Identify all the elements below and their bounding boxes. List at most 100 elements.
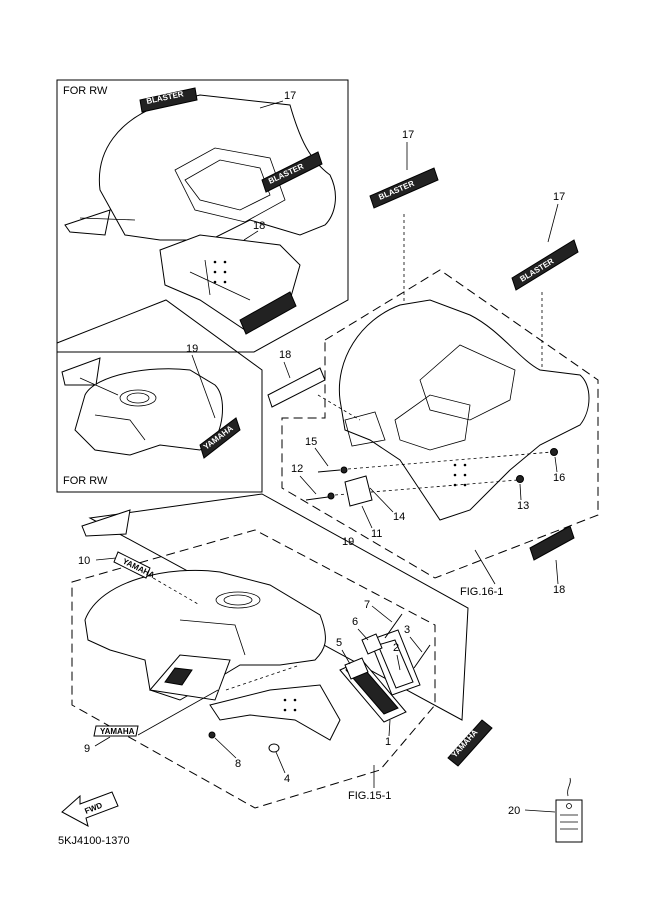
main-front-fender-group: YAMAHA 10 YAMAHA 9 8 4 1 2 3 — [71, 493, 493, 809]
leader-line — [361, 505, 373, 529]
decal-19-yamaha-right: YAMAHA — [447, 719, 493, 767]
leader-line — [275, 751, 286, 774]
panel-label-for-rw: FOR RW — [63, 85, 108, 97]
callout-13: 13 — [517, 500, 529, 512]
front-assembly-boundary — [71, 529, 436, 809]
leader-line — [259, 100, 284, 109]
leader-line — [317, 394, 361, 421]
for-rw-rear-panel: FOR RW BLASTER BLASTER 17 — [56, 79, 349, 353]
leader-line — [474, 549, 496, 585]
front-grille-vents — [164, 667, 193, 686]
leader-line — [283, 361, 291, 379]
rear-assembly-boundary — [281, 269, 599, 579]
diagram-code: 5KJ4100-1370 — [58, 835, 130, 847]
decal-blaster-17-b: BLASTER — [511, 239, 579, 291]
nut-16 — [550, 448, 558, 456]
fender-seat-cavity — [174, 147, 286, 223]
callout-12: 12 — [291, 463, 303, 475]
decal-blaster-17-a: BLASTER — [369, 167, 439, 209]
flap-crease — [204, 259, 211, 296]
grommet-4 — [268, 743, 280, 753]
leader-line — [524, 809, 556, 813]
callout-18: 18 — [279, 349, 291, 361]
leader-line — [95, 557, 117, 561]
main-rear-fender-group: BLASTER BLASTER 17 17 18 15 — [267, 129, 599, 598]
leader-line — [369, 487, 394, 513]
leader-line — [79, 217, 136, 221]
plate-2-inner — [377, 639, 414, 689]
callout-10: 10 — [78, 555, 90, 567]
flap-holes — [213, 260, 227, 284]
leader-line — [299, 475, 317, 495]
decal-top-side-panel — [64, 209, 111, 236]
leader-line — [371, 605, 393, 623]
decal-19-side — [81, 509, 131, 537]
rear-fender-shape — [98, 94, 336, 241]
fwd-arrow-decal: FWD — [61, 791, 119, 827]
callout-1: 1 — [385, 736, 391, 748]
fuel-cap-inner — [223, 594, 253, 606]
callout-16: 16 — [553, 472, 565, 484]
front-flap-shape — [209, 684, 341, 741]
leader-line — [547, 203, 559, 243]
panel-border — [56, 299, 263, 493]
leader-line — [341, 649, 351, 665]
fender-inner-cavity — [184, 159, 271, 211]
leader-line — [243, 230, 259, 241]
leader-line — [189, 271, 251, 301]
decal-9-yamaha: YAMAHA — [93, 725, 139, 737]
warning-tag-20 — [555, 777, 583, 843]
front-fender-shape — [74, 368, 223, 456]
callout-18: 18 — [253, 220, 265, 232]
bracket-5 — [344, 657, 369, 680]
fuel-cap-hole — [215, 591, 261, 609]
leader-line — [147, 574, 199, 605]
callout-19: 19 — [342, 536, 354, 548]
panel-border — [56, 79, 349, 353]
fender-crease — [179, 619, 246, 656]
callout-3: 3 — [404, 624, 410, 636]
nut-13 — [516, 475, 524, 483]
for-rw-front-panel: FOR RW YAMAHA 19 — [56, 299, 263, 493]
figure-ref-15-1: FIG.15-1 — [348, 790, 391, 802]
callout-17: 17 — [284, 90, 296, 102]
callout-18: 18 — [553, 584, 565, 596]
fender-fuel-cap-inner — [126, 392, 150, 404]
screw-3 — [413, 644, 431, 669]
leader-line — [314, 447, 329, 467]
leader-line — [555, 559, 559, 585]
front-flap-holes — [283, 698, 297, 712]
rear-fender-shape — [338, 299, 590, 521]
fender-fuel-cap-hole — [119, 389, 157, 407]
callout-11: 11 — [371, 528, 382, 540]
callout-17: 17 — [553, 191, 565, 203]
panel-label-for-rw: FOR RW — [63, 475, 108, 487]
callout-5: 5 — [336, 637, 342, 649]
fender-crease — [94, 414, 146, 441]
callout-9: 9 — [84, 743, 90, 755]
leader-line — [388, 719, 391, 737]
leader-line — [191, 354, 216, 419]
leader-line — [554, 456, 558, 473]
leader-line — [409, 636, 423, 653]
callout-19: 19 — [186, 343, 198, 355]
leader-line — [214, 737, 237, 759]
decal-strip-18 — [267, 367, 326, 408]
bolt-15 — [317, 466, 348, 474]
fender-storage-cavity — [394, 394, 471, 451]
callout-4: 4 — [284, 773, 290, 785]
decal-flap-stripe — [239, 291, 297, 335]
bolt-12 — [305, 492, 335, 501]
leader-line — [519, 483, 522, 501]
fender-seat-cavity — [419, 344, 516, 421]
decal-18-right — [529, 525, 575, 561]
screw-8 — [208, 731, 216, 739]
callout-17: 17 — [402, 129, 414, 141]
leader-line — [94, 736, 111, 747]
callout-2: 2 — [393, 642, 399, 654]
decal-side-panel — [61, 357, 101, 386]
screw-7 — [384, 613, 403, 639]
figure-ref-16-1: FIG.16-1 — [460, 586, 503, 598]
svg-text:YAMAHA: YAMAHA — [100, 727, 135, 736]
